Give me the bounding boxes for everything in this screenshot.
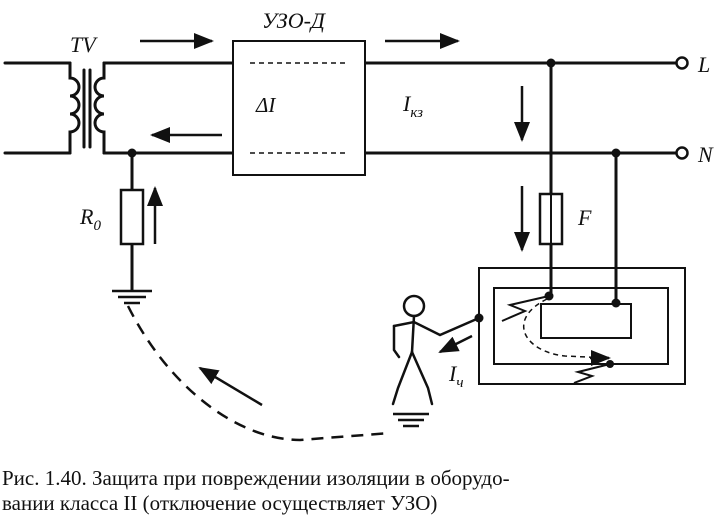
- arrow-body-current: [438, 334, 473, 354]
- label-body-current: Iч: [448, 361, 463, 391]
- terminal-l: [675, 56, 689, 70]
- person-icon: [391, 294, 481, 406]
- ground-icon-left: [112, 289, 152, 305]
- equipment-device: [540, 303, 632, 339]
- equipment-inner-enclosure: [493, 287, 669, 365]
- junction-dot-device-l: [544, 291, 554, 301]
- label-short-circuit-current: Iкз: [402, 91, 423, 121]
- transformer-primary-coil: [68, 61, 81, 155]
- junction-dot-n: [611, 148, 621, 158]
- rcd-box: [232, 40, 366, 176]
- junction-dot-device-n: [611, 298, 621, 308]
- junction-dot-fault: [606, 360, 614, 368]
- caption-line-2: вании класса II (отключение осуществляет…: [2, 491, 438, 515]
- fault-zigzag-right: [573, 363, 611, 384]
- label-r0: R0: [79, 204, 101, 234]
- junction-dot-l: [546, 58, 556, 68]
- leakage-current-path: [523, 298, 609, 359]
- equipment-outer-enclosure: [478, 267, 686, 385]
- caption-line-1: Рис. 1.40. Защита при повреждении изоляц…: [2, 466, 510, 490]
- label-rcd: УЗО-Д: [262, 8, 326, 33]
- transformer-secondary-coil: [93, 61, 106, 155]
- junction-dot-enclosure: [474, 313, 484, 323]
- label-n: N: [697, 142, 714, 167]
- label-tv: TV: [70, 32, 98, 57]
- junction-dot-n-r0: [127, 148, 137, 158]
- resistor-r0: [119, 188, 145, 246]
- earth-return-path: [126, 305, 391, 442]
- label-l: L: [697, 52, 710, 77]
- terminal-n: [675, 146, 689, 160]
- figure-caption: Рис. 1.40. Защита при повреждении изоляц…: [2, 466, 718, 516]
- label-fuse: F: [577, 205, 592, 230]
- arrow-earth: [198, 366, 263, 407]
- label-delta-i: ΔI: [255, 93, 276, 117]
- circuit-diagram: TV УЗО-Д ΔI Iкз L N R0 F Iч: [3, 8, 714, 442]
- ground-icon-person: [393, 412, 429, 428]
- fault-zigzag-left: [501, 295, 550, 322]
